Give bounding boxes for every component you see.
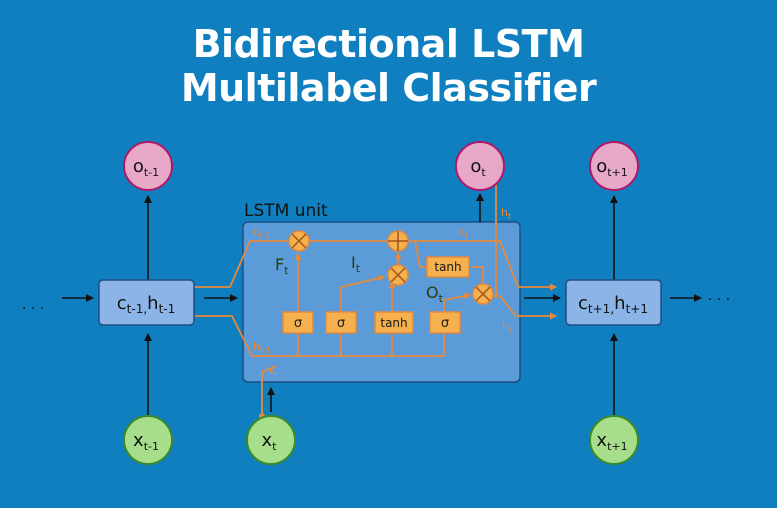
svg-text:σ: σ (337, 316, 345, 331)
output-gate-label: Ot (426, 283, 444, 305)
output-node-next: ot+1 (589, 141, 639, 191)
svg-text:xt-1: xt-1 (133, 430, 159, 453)
ellipsis-right: · · · (708, 292, 730, 308)
state-box-prev: ct-1,ht-1 (98, 279, 195, 326)
svg-text:σ: σ (294, 316, 302, 331)
title-line-2: Multilabel Classifier (180, 66, 597, 110)
wire-label-c-in: ct-1 (253, 225, 270, 240)
svg-text:σ: σ (441, 316, 449, 331)
output-node-current: ot (455, 141, 505, 191)
multiply-output (472, 283, 494, 305)
multiply-input (387, 264, 409, 286)
svg-text:ot: ot (470, 156, 486, 179)
svg-text:ot-1: ot-1 (133, 156, 159, 179)
input-node-prev: xt-1 (123, 415, 173, 465)
wire-label-h-in: ht-1 (253, 340, 271, 355)
wire-label-x-in: xt (268, 364, 278, 379)
svg-text:xt: xt (262, 430, 278, 453)
input-gate-label: It (351, 253, 361, 275)
output-node-prev: ot-1 (123, 141, 173, 191)
cell-tanh: tanh (426, 256, 470, 278)
black-connections (62, 193, 702, 418)
input-node-next: xt+1 (589, 415, 639, 465)
svg-text:xt+1: xt+1 (596, 430, 627, 453)
add-cell (387, 230, 409, 252)
output-gate-sigma: σ (429, 311, 461, 334)
state-box-next: ct+1,ht+1 (565, 279, 662, 326)
input-node-current: xt (246, 415, 296, 465)
ellipsis-left: · · · (22, 301, 44, 317)
svg-text:tanh: tanh (434, 260, 461, 274)
svg-text:ct+1,ht+1: ct+1,ht+1 (578, 293, 648, 316)
page-title: Bidirectional LSTM Multilabel Classifier (0, 22, 777, 110)
svg-text:tanh: tanh (380, 316, 407, 330)
forget-gate-sigma: σ (282, 311, 314, 334)
lstm-unit-label: LSTM unit (244, 201, 328, 221)
wire-label-c-out: ct (459, 225, 468, 240)
svg-text:ct-1,ht-1: ct-1,ht-1 (117, 293, 175, 316)
title-line-1: Bidirectional LSTM (192, 22, 585, 66)
internal-wiring (194, 170, 557, 416)
input-gate-sigma: σ (325, 311, 357, 334)
forget-gate-label: Ft (275, 255, 289, 277)
multiply-forget (288, 230, 310, 252)
candidate-tanh: tanh (374, 311, 414, 334)
wire-label-h-out: ht (502, 320, 512, 335)
svg-text:ot+1: ot+1 (596, 156, 628, 179)
wire-label-h-up: ht (501, 206, 511, 221)
